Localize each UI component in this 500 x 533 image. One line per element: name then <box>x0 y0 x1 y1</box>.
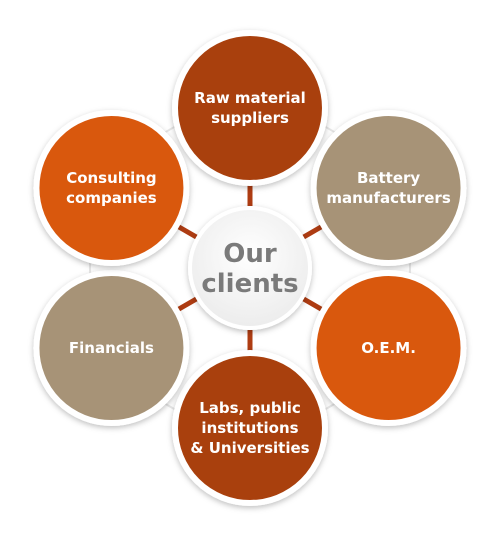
client-node-label-line: Battery <box>357 169 420 187</box>
client-node-label-line: & Universities <box>190 439 309 457</box>
client-node-label-line: Raw material <box>194 89 306 107</box>
client-node-circle <box>33 270 190 426</box>
client-node-circle <box>33 110 190 266</box>
center-label-line: clients <box>201 269 298 299</box>
connector-consulting-companies <box>176 224 198 240</box>
connector-oem <box>302 296 324 312</box>
client-node-oem: O.E.M. <box>310 270 467 426</box>
client-node-battery-manufacturers: Battery manufacturers <box>310 110 467 266</box>
client-node-label-line: institutions <box>201 419 298 437</box>
center-label-line: Our <box>223 239 277 269</box>
client-node-raw-material-suppliers: Raw material suppliers <box>172 30 328 186</box>
client-node-label: O.E.M. <box>361 339 416 357</box>
connectors <box>176 185 324 351</box>
client-node-label: Financials <box>69 339 154 357</box>
connector-financials <box>176 296 198 312</box>
client-node-labs-universities: Labs, public institutions & Universities <box>172 350 328 506</box>
client-node-label: Labs, public institutions & Universities <box>190 399 309 457</box>
client-node-label: Raw material suppliers <box>194 89 306 127</box>
client-node-circle <box>172 30 328 186</box>
center-hub-circle <box>188 206 312 330</box>
client-node-label-line: suppliers <box>211 109 289 127</box>
client-node-label-line: Financials <box>69 339 154 357</box>
client-node-circle <box>172 350 328 506</box>
client-node-label-line: Consulting <box>66 169 156 187</box>
client-node-label-line: O.E.M. <box>361 339 416 357</box>
client-node-label: Consulting companies <box>66 169 157 207</box>
client-node-label-line: companies <box>66 189 157 207</box>
client-node-circle <box>310 110 467 266</box>
client-node-circle <box>310 270 467 426</box>
client-node-label-line: manufacturers <box>326 189 450 207</box>
client-node-label-line: Labs, public <box>199 399 301 417</box>
connector-battery-manufacturers <box>302 224 324 240</box>
client-node-consulting-companies: Consulting companies <box>33 110 190 266</box>
client-node-label: Battery manufacturers <box>326 169 450 207</box>
client-node-financials: Financials <box>33 270 190 426</box>
